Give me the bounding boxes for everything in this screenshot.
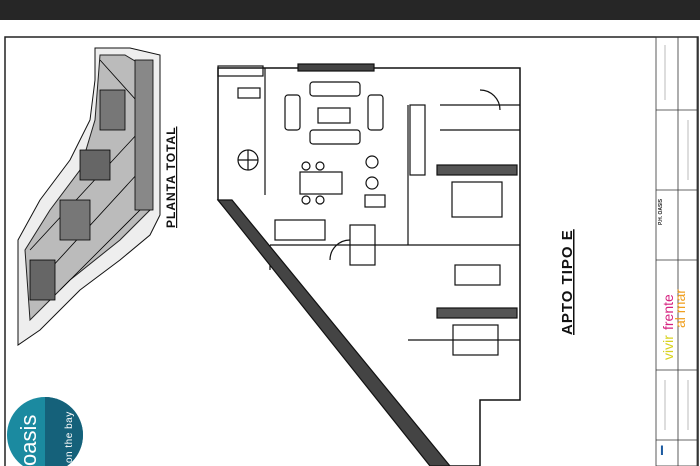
sheet-frame <box>4 36 699 466</box>
brand-text-al-mar: al mar <box>672 289 688 328</box>
oasis-logo: oasis on the bay <box>7 397 83 466</box>
brand-text-vivir: vivir <box>660 335 676 360</box>
unit-label: APTO TIPO E <box>559 229 576 335</box>
title-block <box>655 36 698 466</box>
project-name: P.H. OASIS <box>658 198 664 225</box>
brand-logo: vivir frente al mar <box>660 289 688 360</box>
unit-plan-drawing <box>216 63 521 466</box>
overview-label: PLANTA TOTAL <box>164 126 178 228</box>
company-mark-icon: I <box>660 442 664 458</box>
overall-plan-drawing <box>17 47 161 346</box>
logo-subtext: on the bay <box>64 411 75 463</box>
top-bar <box>0 0 700 20</box>
logo-text: oasis <box>16 415 41 466</box>
brand-text-frente: frente <box>660 294 676 330</box>
